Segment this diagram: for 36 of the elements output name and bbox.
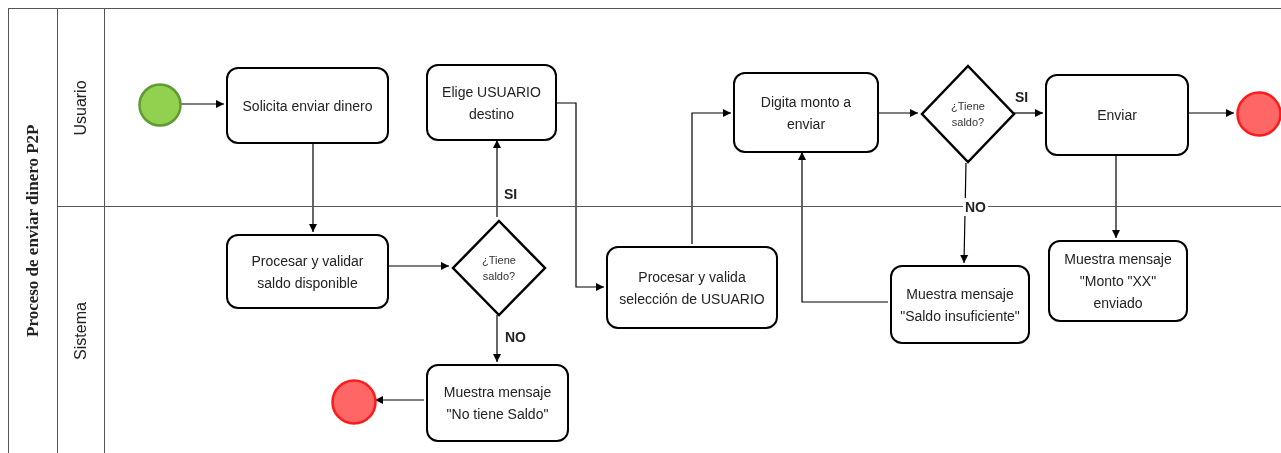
pool-frame xyxy=(8,8,1281,453)
process-text: Muestra mensaje "Monto "XX" enviado xyxy=(1063,250,1173,313)
lane-label: Usuario xyxy=(71,79,90,136)
process-box xyxy=(890,265,1030,344)
process-box xyxy=(1045,74,1189,156)
edge-label: NO xyxy=(963,198,988,216)
arrow xyxy=(691,109,732,245)
decision-text: ¿Tiene saldo? xyxy=(481,253,517,284)
process-box xyxy=(426,64,557,141)
arrow xyxy=(1013,109,1044,117)
process-box xyxy=(606,246,778,329)
process-text: Enviar xyxy=(1097,106,1137,125)
process-box xyxy=(226,234,389,309)
decision-text: ¿Tiene saldo? xyxy=(950,99,986,130)
arrow xyxy=(493,139,501,218)
start-event-circle xyxy=(138,83,182,127)
process-box xyxy=(1048,240,1188,322)
process-box xyxy=(226,67,389,144)
process-text: Solicita enviar dinero xyxy=(242,96,373,116)
arrow xyxy=(309,142,317,233)
decision-diamond xyxy=(451,219,547,317)
arrow xyxy=(798,151,889,303)
arrow xyxy=(1112,154,1120,239)
decision-diamond xyxy=(920,64,1016,164)
lane-label: Sistema xyxy=(71,301,90,360)
process-text: Elige USUARIO destino xyxy=(441,82,542,124)
process-text: Digita monto a enviar xyxy=(759,92,853,134)
end-event-circle xyxy=(331,379,377,425)
process-box xyxy=(426,364,569,442)
process-text: Procesar y validar saldo disponible xyxy=(250,251,365,293)
arrow xyxy=(493,314,501,363)
process-text: Procesar y valida selección de USUARIO xyxy=(618,267,766,309)
process-box xyxy=(733,72,879,153)
process-text: Muestra mensaje "No tiene Saldo" xyxy=(442,383,553,424)
pool-title: Proceso de enviar dinero P2P xyxy=(22,124,44,338)
process-text: Muestra mensaje "Saldo insuficiente" xyxy=(900,284,1020,326)
